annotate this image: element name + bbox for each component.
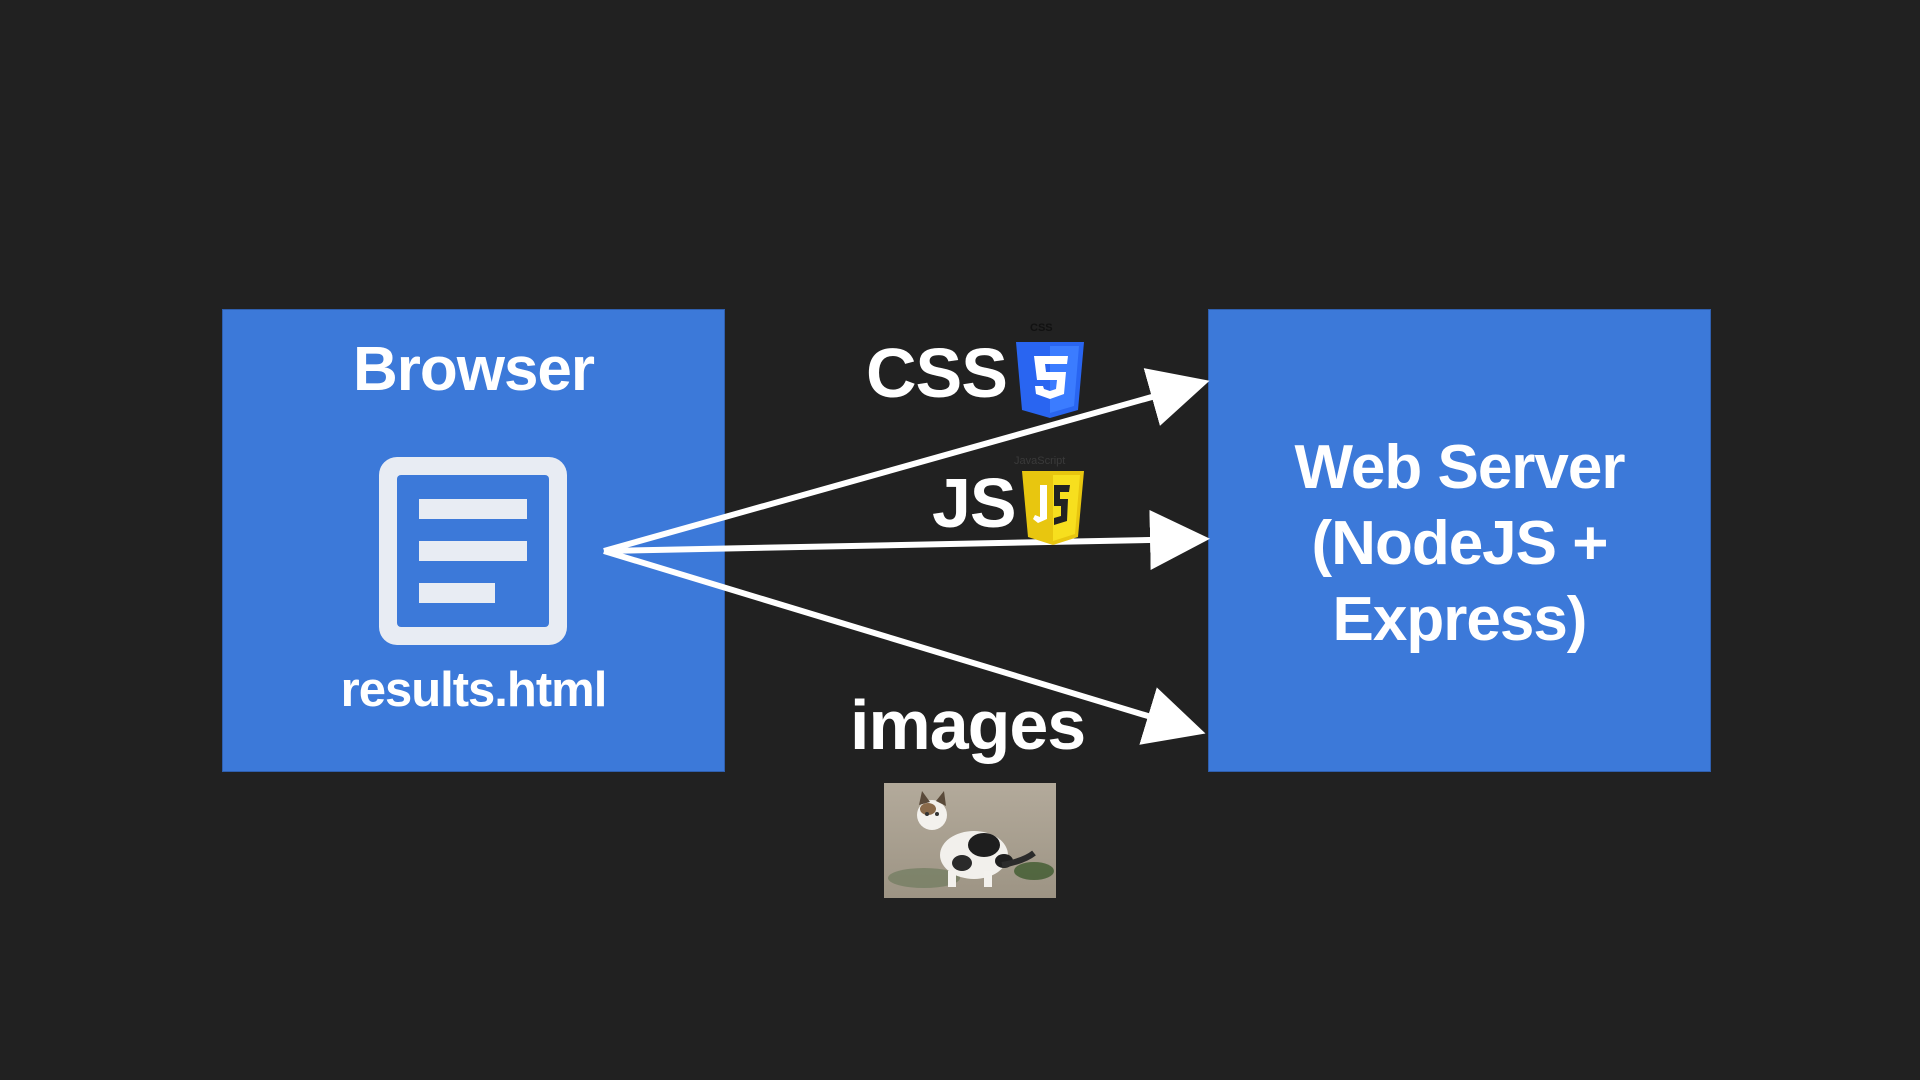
images-arrow — [603, 548, 1206, 745]
cat-photo — [884, 783, 1056, 898]
server-title-line: Web Server — [1294, 433, 1625, 502]
css3-shield-icon: CSS — [1012, 322, 1088, 422]
javascript-shield-icon: JavaScript — [1014, 455, 1092, 547]
css-label: CSS — [866, 334, 1008, 412]
images-label: images — [850, 686, 1086, 764]
server-title-line: Express) — [1332, 585, 1588, 654]
file-label: results.html — [340, 663, 608, 717]
server-title: Web Server (NodeJS + Express) — [1229, 430, 1690, 658]
js-logo-caption: JavaScript — [1014, 455, 1066, 467]
js-arrow — [603, 509, 1210, 570]
browser-title: Browser — [352, 335, 595, 404]
server-title-line: (NodeJS + — [1311, 509, 1609, 578]
js-label: JS — [932, 464, 1017, 542]
css-logo-caption: CSS — [1030, 322, 1053, 334]
document-icon — [379, 457, 567, 645]
css-arrow — [603, 368, 1210, 554]
